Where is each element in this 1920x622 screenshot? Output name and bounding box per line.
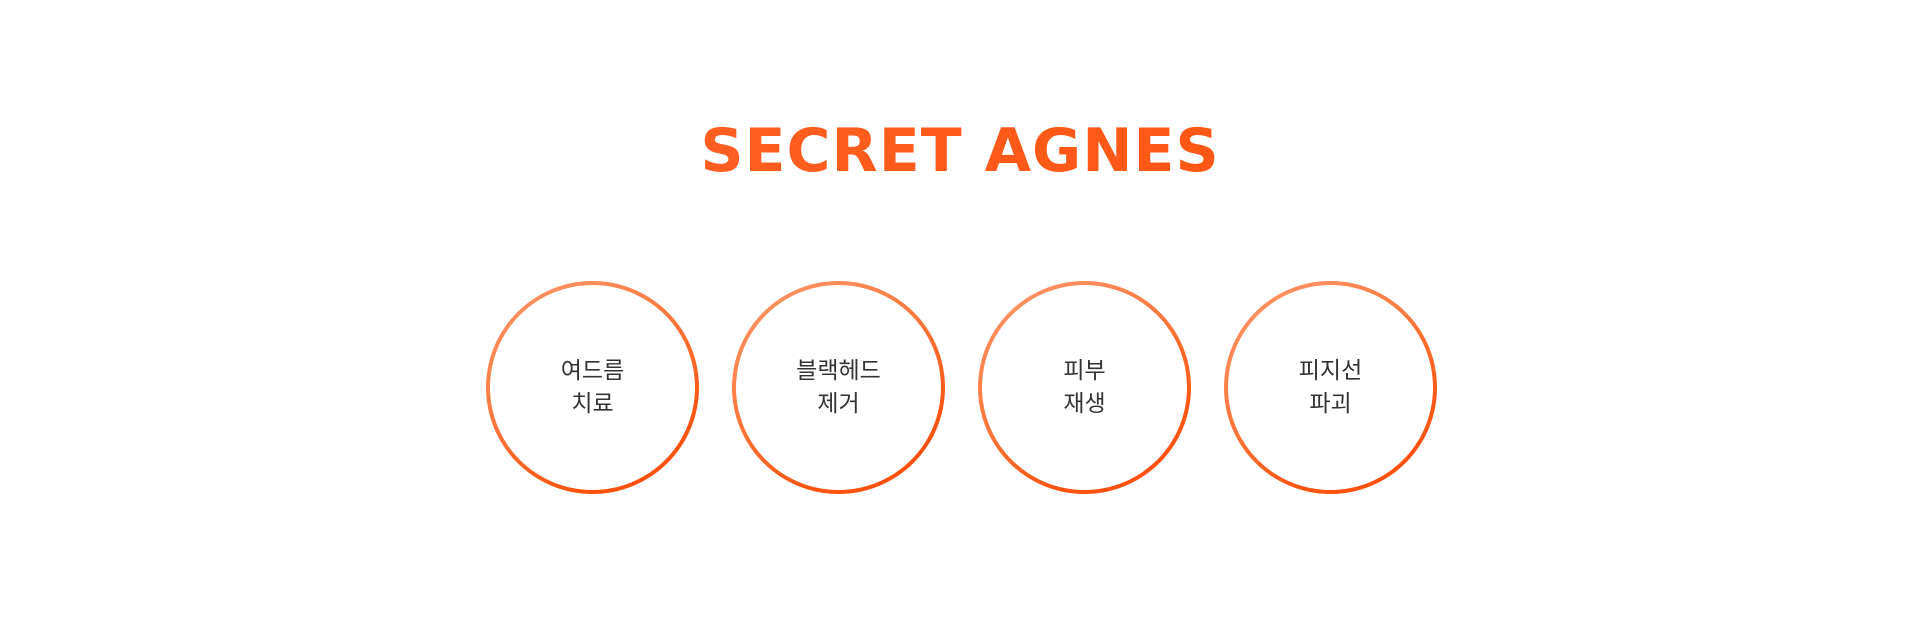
page-title: SECRET AGNES [0, 116, 1920, 186]
service-circles: 여드름 치료 블랙헤드 제거 피부 재생 피지선 파괴 [486, 281, 1440, 494]
service-circle-content: 피지선 파괴 [1228, 285, 1433, 490]
service-label-line2: 파괴 [1309, 390, 1352, 417]
service-circle-content: 여드름 치료 [490, 285, 695, 490]
service-circle-skin-regeneration: 피부 재생 [978, 281, 1191, 494]
service-label-line1: 피부 [1063, 357, 1106, 384]
service-circle-content: 블랙헤드 제거 [736, 285, 941, 490]
service-label-line2: 치료 [571, 390, 614, 417]
service-label-line1: 블랙헤드 [796, 357, 881, 384]
service-label-line2: 재생 [1063, 390, 1106, 417]
service-circle-acne-treatment: 여드름 치료 [486, 281, 699, 494]
service-label-line2: 제거 [817, 390, 860, 417]
service-label-line1: 여드름 [560, 357, 625, 384]
service-circle-sebaceous-gland-destruction: 피지선 파괴 [1224, 281, 1437, 494]
service-circle-blackhead-removal: 블랙헤드 제거 [732, 281, 945, 494]
service-label-line1: 피지선 [1298, 357, 1363, 384]
service-circle-content: 피부 재생 [982, 285, 1187, 490]
